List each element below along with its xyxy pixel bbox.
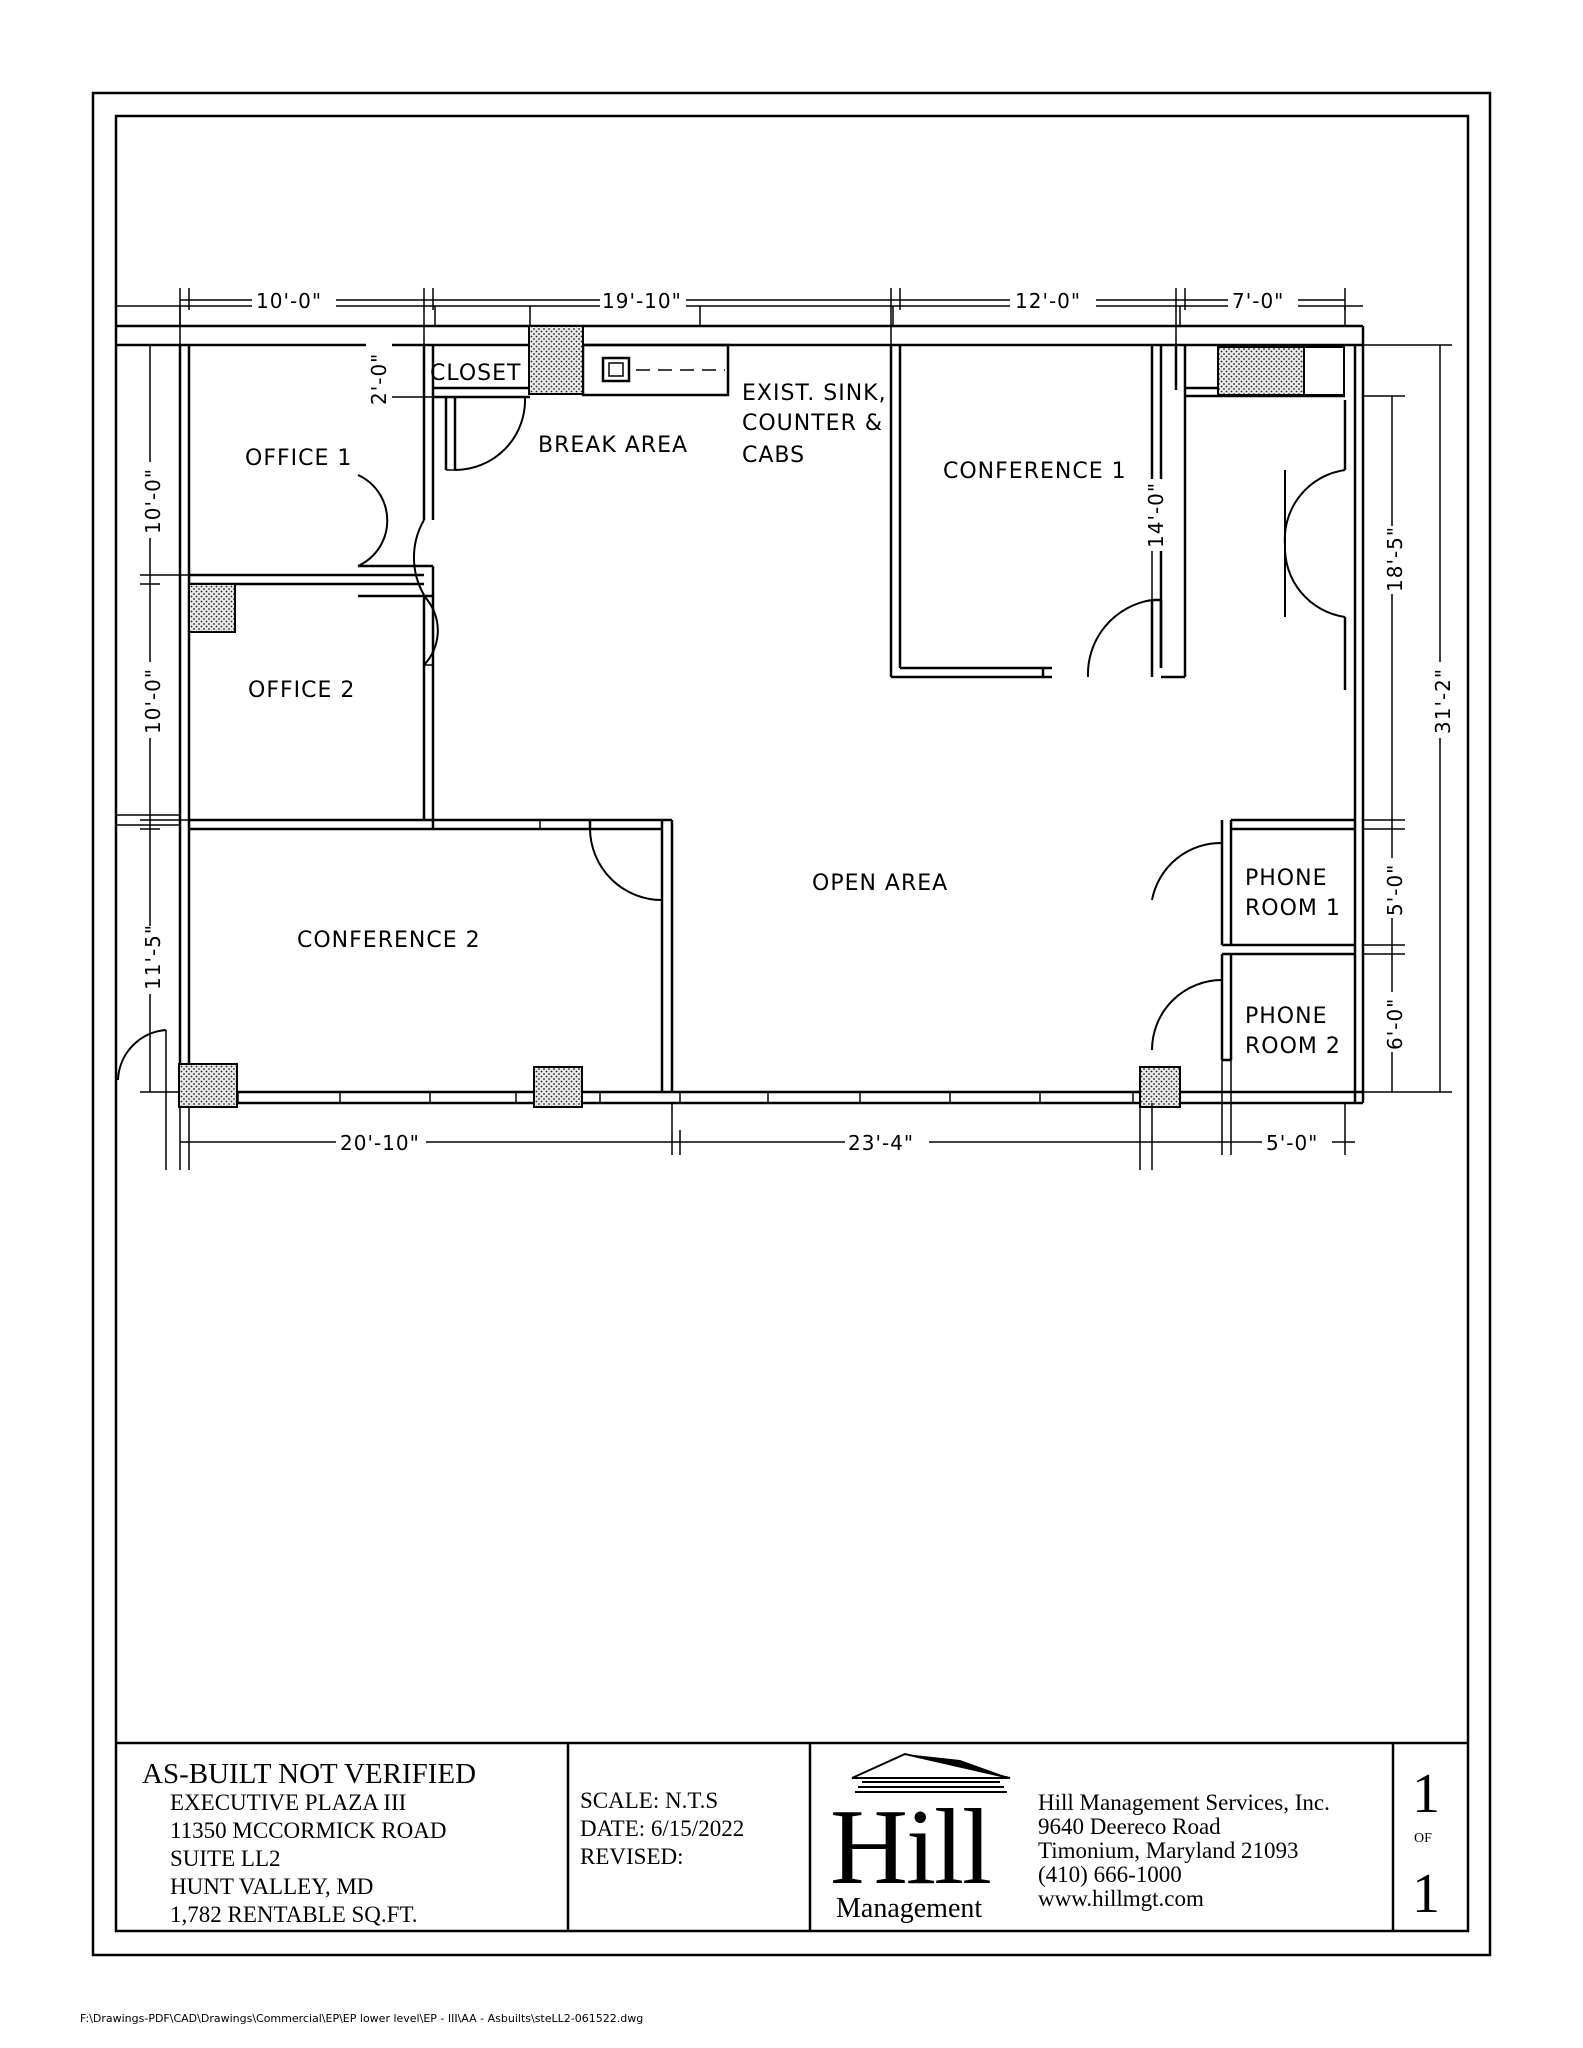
tb-suite: SUITE LL2 — [170, 1846, 281, 1871]
sheet-total: 1 — [1412, 1863, 1440, 1925]
tb-company-city: Timonium, Maryland 21093 — [1038, 1838, 1298, 1863]
dim-top-2: 19'-10" — [602, 289, 682, 313]
tb-property: EXECUTIVE PLAZA III — [170, 1790, 406, 1815]
tb-city: HUNT VALLEY, MD — [170, 1874, 373, 1899]
room-label-phone-1-a: PHONE — [1245, 866, 1327, 891]
dim-right-3: 6'-0" — [1383, 998, 1407, 1050]
room-label-sink-3: CABS — [742, 443, 805, 468]
inner-border — [114, 114, 1470, 1933]
room-label-open-area: OPEN AREA — [812, 871, 948, 896]
dim-right-1: 18'-5" — [1383, 526, 1407, 592]
tb-company-phone: (410) 666-1000 — [1038, 1862, 1182, 1887]
dim-left-2: 10'-0" — [141, 668, 165, 734]
room-label-office-1: OFFICE 1 — [245, 446, 352, 471]
dim-bottom-2: 23'-4" — [848, 1131, 914, 1155]
dim-bottom-1: 20'-10" — [340, 1131, 420, 1155]
walls — [116, 305, 1365, 1170]
dim-top-4: 7'-0" — [1232, 289, 1284, 313]
dimension-labels: 10'-0" 19'-10" 12'-0" 7'-0" 10'-0" 10'-0… — [140, 288, 1456, 1155]
hill-management-logo: Hill Management — [830, 1752, 1011, 1924]
tb-heading: AS-BUILT NOT VERIFIED — [142, 1758, 476, 1790]
dim-bottom-3: 5'-0" — [1266, 1131, 1318, 1155]
room-label-sink-2: COUNTER & — [742, 411, 883, 436]
room-label-closet: CLOSET — [430, 361, 521, 386]
tb-scale: SCALE: N.T.S — [580, 1788, 718, 1813]
room-label-break-area: BREAK AREA — [538, 433, 688, 458]
logo-word: Hill — [830, 1788, 990, 1907]
dim-right-total: 31'-2" — [1431, 668, 1455, 734]
dim-closet-depth: 2'-0" — [367, 353, 391, 405]
dim-top-3: 12'-0" — [1015, 289, 1081, 313]
tb-street: 11350 MCCORMICK ROAD — [170, 1818, 446, 1843]
file-path: F:\Drawings-PDF\CAD\Drawings\Commercial\… — [80, 2012, 644, 2025]
tb-revised: REVISED: — [580, 1844, 684, 1869]
dim-left-1: 10'-0" — [141, 468, 165, 534]
title-block: AS-BUILT NOT VERIFIED EXECUTIVE PLAZA II… — [116, 1741, 1468, 1931]
structural-columns — [178, 325, 1345, 1108]
sheet-number: 1 — [1412, 1763, 1440, 1825]
room-label-conference-2: CONFERENCE 2 — [297, 928, 481, 953]
room-labels: OFFICE 1 OFFICE 2 CLOSET BREAK AREA EXIS… — [245, 361, 1341, 1059]
tb-company: Hill Management Services, Inc. — [1038, 1790, 1330, 1815]
sheet-of: OF — [1414, 1831, 1432, 1846]
dim-top-1: 10'-0" — [256, 289, 322, 313]
room-label-sink-1: EXIST. SINK, — [742, 381, 887, 406]
tb-date: DATE: 6/15/2022 — [580, 1816, 744, 1841]
room-label-conference-1: CONFERENCE 1 — [943, 459, 1127, 484]
tb-company-web: www.hillmgt.com — [1038, 1886, 1204, 1911]
dim-right-2: 5'-0" — [1383, 864, 1407, 916]
room-label-phone-2-a: PHONE — [1245, 1004, 1327, 1029]
dim-left-3: 11'-5" — [141, 924, 165, 990]
door-swings — [357, 396, 1346, 1051]
outer-border — [91, 91, 1492, 1957]
room-label-phone-1-b: ROOM 1 — [1245, 896, 1341, 921]
tb-area: 1,782 RENTABLE SQ.FT. — [170, 1902, 418, 1927]
dim-conf1-depth: 14'-0" — [1144, 482, 1168, 548]
room-label-phone-2-b: ROOM 2 — [1245, 1034, 1341, 1059]
room-label-office-2: OFFICE 2 — [248, 678, 355, 703]
logo-sub: Management — [836, 1893, 982, 1924]
tb-company-street: 9640 Deereco Road — [1038, 1814, 1221, 1839]
